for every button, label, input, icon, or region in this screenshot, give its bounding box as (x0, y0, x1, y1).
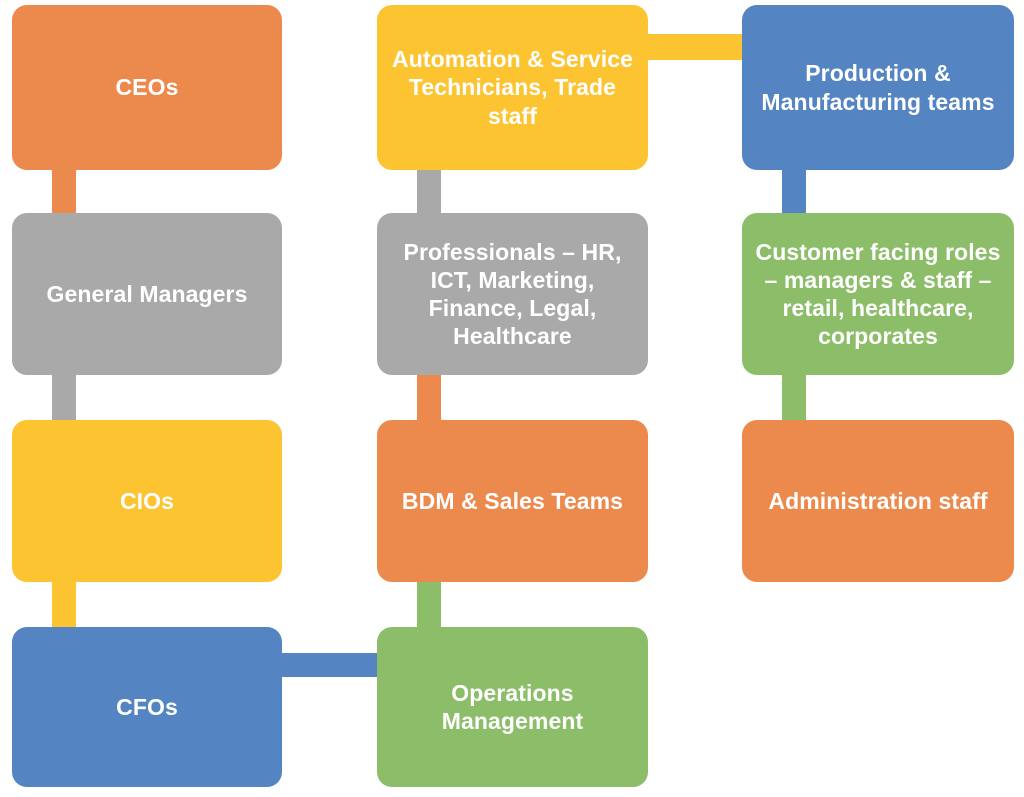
node-customer-facing-roles-label: Customer facing roles – managers & staff… (755, 238, 1001, 350)
node-customer-facing-roles: Customer facing roles – managers & staff… (742, 213, 1014, 375)
node-administration-staff-label: Administration staff (768, 487, 988, 514)
node-bdm-sales-teams-label: BDM & Sales Teams (401, 487, 624, 514)
node-automation-label: Automation & Service Technicians, Trade … (392, 46, 633, 129)
node-automation-service-technicians: Automation & Service Technicians, Trade … (377, 5, 648, 170)
node-cfos-label: CFOs (116, 693, 178, 720)
connector-cfos-to-operations (278, 653, 381, 677)
node-production-manufacturing: Production & Manufacturing teams (742, 5, 1014, 170)
connector-cios-to-cfos (52, 578, 76, 631)
node-general-managers: General Managers (12, 213, 282, 375)
node-production-manufacturing-label: Production & Manufacturing teams (761, 60, 995, 115)
connector-production-to-customer (782, 166, 806, 218)
node-administration-staff: Administration staff (742, 420, 1014, 582)
node-cios-label: CIOs (119, 487, 175, 514)
node-operations-management-label: Operations Management (441, 679, 584, 734)
node-ceos: CEOs (12, 5, 282, 170)
connector-operations-to-bdm-sales (417, 578, 441, 631)
connector-general-managers-to-cios (52, 371, 76, 424)
node-operations-management: Operations Management (377, 627, 648, 787)
connector-automation-to-production (644, 34, 746, 60)
connector-professionals-to-automation (417, 166, 441, 218)
connector-customer-to-administration (782, 371, 806, 424)
node-bdm-sales-teams: BDM & Sales Teams (377, 420, 648, 582)
connector-ceos-to-general-managers (52, 166, 76, 218)
node-cfos: CFOs (12, 627, 282, 787)
node-professionals: Professionals – HR, ICT, Marketing, Fina… (377, 213, 648, 375)
node-general-managers-label: General Managers (46, 280, 248, 307)
node-professionals-label: Professionals – HR, ICT, Marketing, Fina… (403, 238, 622, 350)
node-ceos-label: CEOs (115, 74, 179, 101)
connector-bdm-sales-to-professionals (417, 371, 441, 424)
node-cios: CIOs (12, 420, 282, 582)
